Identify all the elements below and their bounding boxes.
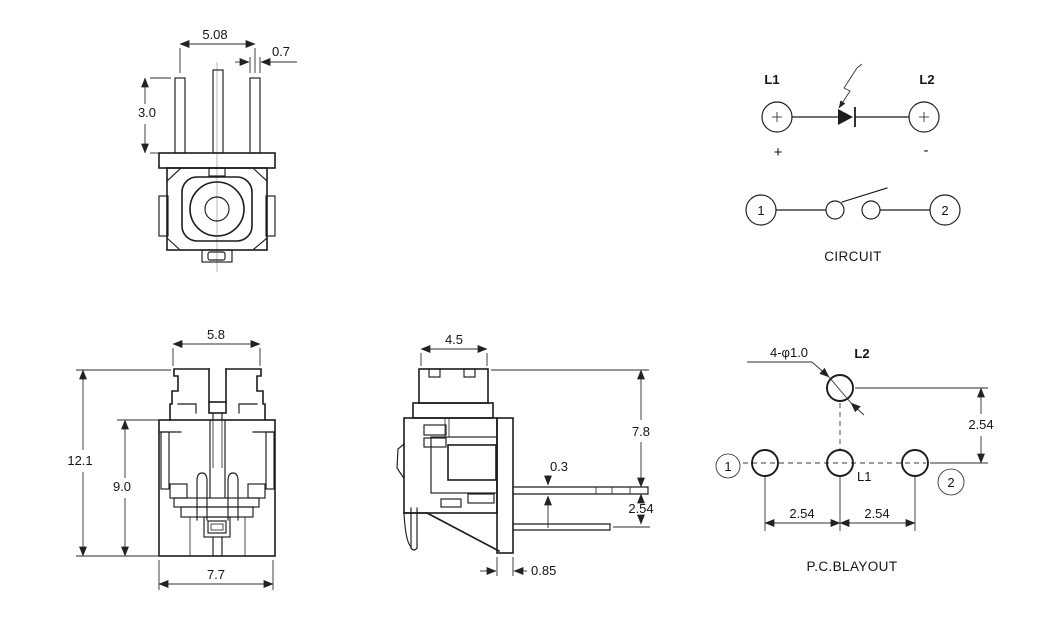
side-pin-upper (512, 486, 649, 495)
dim-pin-width: 0.7 (235, 44, 297, 73)
pcb-hole-l1 (826, 449, 854, 477)
front-right-slot (265, 431, 275, 490)
front-center-foot (203, 516, 231, 538)
pcb-terminal-1-bubble (715, 453, 741, 479)
top-view-plunger-circle (189, 181, 245, 237)
dim-bracket-thickness: 0.85 (480, 557, 556, 578)
circuit-terminal-2 (929, 194, 961, 226)
dim-pin-span-label: 5.08 (202, 27, 227, 42)
dim-cap-depth: 4.5 (420, 332, 488, 366)
top-view-bottom-tab (201, 249, 233, 263)
dim-body-height: 9.0 (113, 419, 158, 557)
switch-contact-left (825, 200, 845, 220)
side-bent-lead (403, 507, 418, 551)
side-latch-hook (396, 443, 405, 478)
circuit-terminal-2-label: 2 (941, 203, 948, 218)
top-view-pin-center (212, 69, 224, 154)
side-mechanism-block (447, 444, 497, 481)
front-base-plate-upper (173, 497, 260, 508)
front-body (158, 419, 276, 557)
front-button-crossbar (208, 401, 227, 414)
front-button-left-tower (169, 368, 210, 421)
pcb-hole-1 (751, 449, 779, 477)
dim-top-to-pin-label: 7.8 (632, 424, 650, 439)
pcb-hole-callout-label: 4-φ1.0 (770, 345, 808, 360)
top-view-right-tab (265, 195, 276, 237)
front-base-plate-lower (180, 506, 254, 518)
dim-pin-span: 5.08 (179, 27, 256, 73)
pcb-hole-2 (901, 449, 929, 477)
dim-overall-height-label: 12.1 (67, 453, 92, 468)
dim-pin-length: 3.0 (138, 77, 171, 154)
top-view: 5.08 0.7 3.0 (138, 27, 297, 272)
pcb-caption: P.C.BLAYOUT (807, 559, 898, 574)
dim-cap-width-label: 5.8 (207, 327, 225, 342)
dim-row-offset-label: 2.54 (968, 417, 993, 432)
dim-bracket-thickness-label: 0.85 (531, 563, 556, 578)
side-pin-lower (512, 523, 611, 531)
pcb-l1-label: L1 (857, 469, 871, 484)
dim-overall-height: 12.1 (67, 369, 171, 557)
top-view-top-notch (208, 167, 226, 177)
front-view: 5.8 12.1 9.0 7.7 (67, 327, 276, 590)
circuit-diagram: L1 L2 + - 1 2 CIRCUIT (745, 63, 961, 264)
top-view-button-frame (181, 176, 253, 242)
top-view-plunger-inner-circle (204, 196, 230, 222)
dim-pin-pitch-side-label: 2.54 (628, 501, 653, 516)
dim-pin-length-label: 3.0 (138, 105, 156, 120)
dim-pitch-left-label: 2.54 (789, 506, 814, 521)
dim-hole-pitch: 2.54 2.54 (764, 477, 916, 531)
top-view-pin-right (249, 77, 261, 154)
circuit-l1-label: L1 (764, 72, 779, 87)
pcb-l2-label: L2 (854, 346, 869, 361)
dim-pitch-right-label: 2.54 (864, 506, 889, 521)
front-left-slot (160, 431, 170, 490)
top-view-left-tab (158, 195, 169, 237)
pcb-layout: 1 2 L2 L1 4-φ1.0 2.54 2.54 2 (715, 345, 994, 574)
led-diode-symbol (838, 109, 853, 125)
led-lightning-arrow (838, 63, 863, 109)
dim-top-to-pin: 7.8 (491, 369, 650, 488)
pcb-terminal-1-label: 1 (724, 459, 731, 474)
switch-arm (841, 187, 888, 203)
dim-base-width-label: 7.7 (207, 567, 225, 582)
dim-base-width: 7.7 (158, 560, 274, 590)
dim-pin-thickness-label: 0.3 (550, 459, 568, 474)
dim-pin-pitch-side: 2.54 (613, 493, 654, 528)
pcb-hole-callout: 4-φ1.0 (747, 345, 865, 416)
dim-cap-depth-label: 4.5 (445, 332, 463, 347)
side-mount-bracket (496, 417, 514, 554)
side-view: 4.5 7.8 2.54 0.3 0.85 (396, 332, 654, 578)
dim-pin-width-label: 0.7 (272, 44, 290, 59)
circuit-minus-label: - (924, 142, 929, 159)
dim-body-height-label: 9.0 (113, 479, 131, 494)
pcb-hole-l2 (826, 374, 854, 402)
dim-cap-width: 5.8 (172, 327, 261, 366)
dim-pin-thickness: 0.3 (544, 459, 568, 528)
circuit-caption: CIRCUIT (824, 249, 882, 264)
front-contact-prong-right (227, 472, 239, 521)
circuit-plus-label: + (774, 144, 783, 161)
top-view-bottom-tab-inner (207, 251, 226, 261)
side-bottom-slope (425, 511, 501, 553)
circuit-terminal-1-label: 1 (757, 203, 764, 218)
dim-row-offset: 2.54 (855, 387, 994, 464)
switch-contact-right (861, 200, 881, 220)
circuit-l2-label: L2 (919, 72, 934, 87)
pcb-terminal-2-label: 2 (947, 475, 954, 490)
side-button-base (412, 402, 494, 419)
pcb-terminal-2-bubble (937, 468, 965, 496)
front-contact-prong-left (196, 472, 208, 521)
front-button-right-tower (225, 368, 266, 421)
top-view-pin-left (174, 77, 186, 154)
